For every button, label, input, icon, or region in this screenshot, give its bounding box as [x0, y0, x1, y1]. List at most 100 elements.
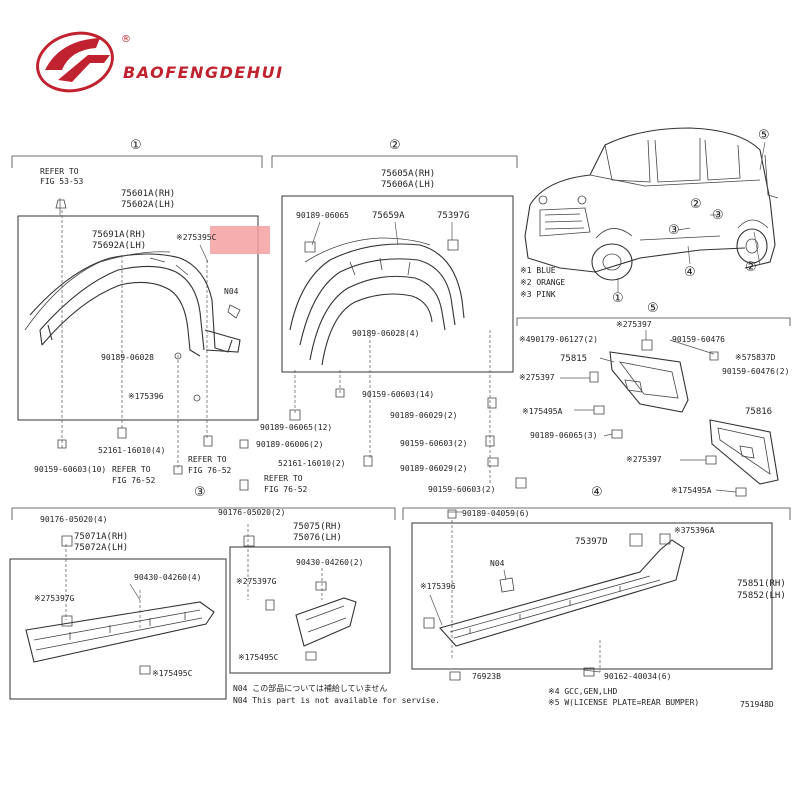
- part-275397g-b: ※275397G: [236, 577, 277, 586]
- part-90189-06065-12: 90189-06065(12): [260, 423, 332, 432]
- part-75691a: 75691A(RH): [92, 230, 146, 240]
- part-75397g: 75397G: [437, 211, 470, 221]
- refer-fig-3: FIG 76-52: [188, 466, 232, 475]
- section-1-box: [17, 215, 259, 421]
- part-75837d: ※575837D: [735, 353, 776, 362]
- part-75816: 75816: [745, 407, 772, 417]
- part-275397-mid: ※275397: [519, 373, 555, 382]
- section-1-group: REFER TO FIG 53-53 75601A(RH) 75602A(LH)…: [17, 167, 270, 485]
- part-90189-06029-2b: 90189-06029(2): [400, 464, 467, 473]
- refer-fig-4: FIG 76-52: [264, 485, 308, 494]
- part-75072a: 75072A(LH): [74, 543, 128, 553]
- highlight-box: [210, 226, 270, 254]
- part-90159-60603-10: 90159-60603(10): [34, 465, 106, 474]
- part-275395c: ※275395C: [176, 233, 217, 242]
- part-175495c-b: ※175495C: [238, 653, 279, 662]
- part-75851: 75851(RH): [737, 579, 786, 589]
- part-275397-top: ※275397: [616, 320, 652, 329]
- part-90176-05020-2: 90176-05020(2): [218, 508, 285, 517]
- part-90159-60603-14: 90159-60603(14): [362, 390, 434, 399]
- part-90189-06006-2: 90189-06006(2): [256, 440, 323, 449]
- section-3-box-left: [9, 558, 227, 700]
- part-90159-60603-2a: 90159-60603(2): [400, 439, 467, 448]
- part-90159-60476: 90159-60476: [672, 335, 725, 344]
- part-75076: 75076(LH): [293, 533, 342, 543]
- part-90159-60476-2: 90159-60476(2): [722, 367, 789, 376]
- part-75601a: 75601A(RH): [121, 189, 175, 199]
- section-5-marker: ⑤: [647, 301, 659, 316]
- callout-5: ⑤: [758, 128, 770, 143]
- part-175495a-bottom: ※175495A: [671, 486, 712, 495]
- color-legend-blue: ※1 BLUE: [520, 266, 556, 275]
- note-license: ※5 W(LICENSE PLATE=REAR BUMPER): [548, 698, 699, 707]
- n04-label-1: N04: [224, 287, 239, 296]
- part-275397-bottom: ※275397: [626, 455, 662, 464]
- refer-to-1: REFER TO: [40, 167, 79, 176]
- note-en: N04 This part is not available for servi…: [233, 696, 440, 705]
- part-75071a: 75071A(RH): [74, 532, 128, 542]
- part-90430-04260-2: 90430-04260(2): [296, 558, 363, 567]
- callout-4: ④: [684, 265, 696, 280]
- brand-logo: ®: [36, 31, 131, 93]
- part-75692a: 75692A(LH): [92, 241, 146, 251]
- section-5-group: ※275397 ※490179-06127(2) 90159-60476 758…: [516, 317, 791, 497]
- refer-fig-1: FIG 53-53: [40, 177, 84, 186]
- refer-to-4: REFER TO: [264, 474, 303, 483]
- part-75075: 75075(RH): [293, 522, 342, 532]
- n04-label-2: N04: [490, 559, 505, 568]
- section-2-box: [281, 195, 514, 373]
- part-175495c-a: ※175495C: [152, 669, 193, 678]
- part-75605a: 75605A(RH): [381, 169, 435, 179]
- note-gcc: ※4 GCC,GEN,LHD: [548, 687, 618, 696]
- section-4-group: 90189-04059(6) 75397D ※375396A N04 ※1753…: [411, 509, 786, 681]
- section-4-box: [411, 522, 773, 670]
- part-75815: 75815: [560, 354, 587, 364]
- part-90189-06028: 90189-06028: [101, 353, 154, 362]
- part-52161-16010-4: 52161-16010(4): [98, 446, 165, 455]
- section-2-group: 75605A(RH) 75606A(LH) 90189-06065 75659A…: [239, 169, 527, 494]
- part-90189-06065-3: 90189-06065(3): [530, 431, 597, 440]
- vehicle-callouts: ① ② ② ③ ③ ④ ⑤: [612, 128, 770, 306]
- part-90189-06028-4: 90189-06028(4): [352, 329, 419, 338]
- part-90159-60603-2b: 90159-60603(2): [428, 485, 495, 494]
- part-90162-40034-6: 90162-40034(6): [604, 672, 671, 681]
- refer-to-2: REFER TO: [112, 465, 151, 474]
- callout-3a: ③: [668, 223, 680, 238]
- section-2-marker: ②: [389, 138, 401, 153]
- section-3-group: 90176-05020(4) 75071A(RH) 75072A(LH) 904…: [9, 508, 391, 700]
- color-legend-pink: ※3 PINK: [520, 290, 556, 299]
- part-375396a: ※375396A: [674, 526, 715, 535]
- part-90189-06065: 90189-06065: [296, 211, 349, 220]
- refer-fig-2: FIG 76-52: [112, 476, 156, 485]
- brand-name: BAOFENGDEHUI: [123, 63, 284, 82]
- callout-1: ①: [612, 291, 624, 306]
- diagram-code: 751948D: [740, 700, 774, 709]
- color-legend-orange: ※2 ORANGE: [520, 278, 565, 287]
- part-90189-04059-6: 90189-04059(6): [462, 509, 529, 518]
- part-90179-06127: ※490179-06127(2): [519, 335, 598, 344]
- part-75852: 75852(LH): [737, 591, 786, 601]
- part-90189-06029-2a: 90189-06029(2): [390, 411, 457, 420]
- brand-reg-mark: ®: [121, 34, 131, 45]
- callout-2-front: ②: [690, 197, 702, 212]
- part-175396-a: ※175396: [128, 392, 164, 401]
- part-75659a: 75659A: [372, 211, 405, 221]
- section-3-box-right: [229, 546, 391, 674]
- part-175396-b: ※175396: [420, 582, 456, 591]
- part-52161-16010-2: 52161-16010(2): [278, 459, 345, 468]
- section-4-marker: ④: [591, 485, 603, 500]
- note-jp: N04 この部品については補給していません: [233, 683, 387, 693]
- part-175495a-top: ※175495A: [522, 407, 563, 416]
- part-90430-04260-4: 90430-04260(4): [134, 573, 201, 582]
- section-1-marker: ①: [130, 138, 142, 153]
- part-76923b: 76923B: [472, 672, 501, 681]
- callout-2-rear: ②: [745, 260, 757, 275]
- part-75606a: 75606A(LH): [381, 180, 435, 190]
- callout-3b: ③: [712, 208, 724, 223]
- part-75602a: 75602A(LH): [121, 200, 175, 210]
- section-3-marker: ③: [194, 485, 206, 500]
- part-275397g-a: ※275397G: [34, 594, 75, 603]
- refer-to-3: REFER TO: [188, 455, 227, 464]
- part-90176-05020-4: 90176-05020(4): [40, 515, 107, 524]
